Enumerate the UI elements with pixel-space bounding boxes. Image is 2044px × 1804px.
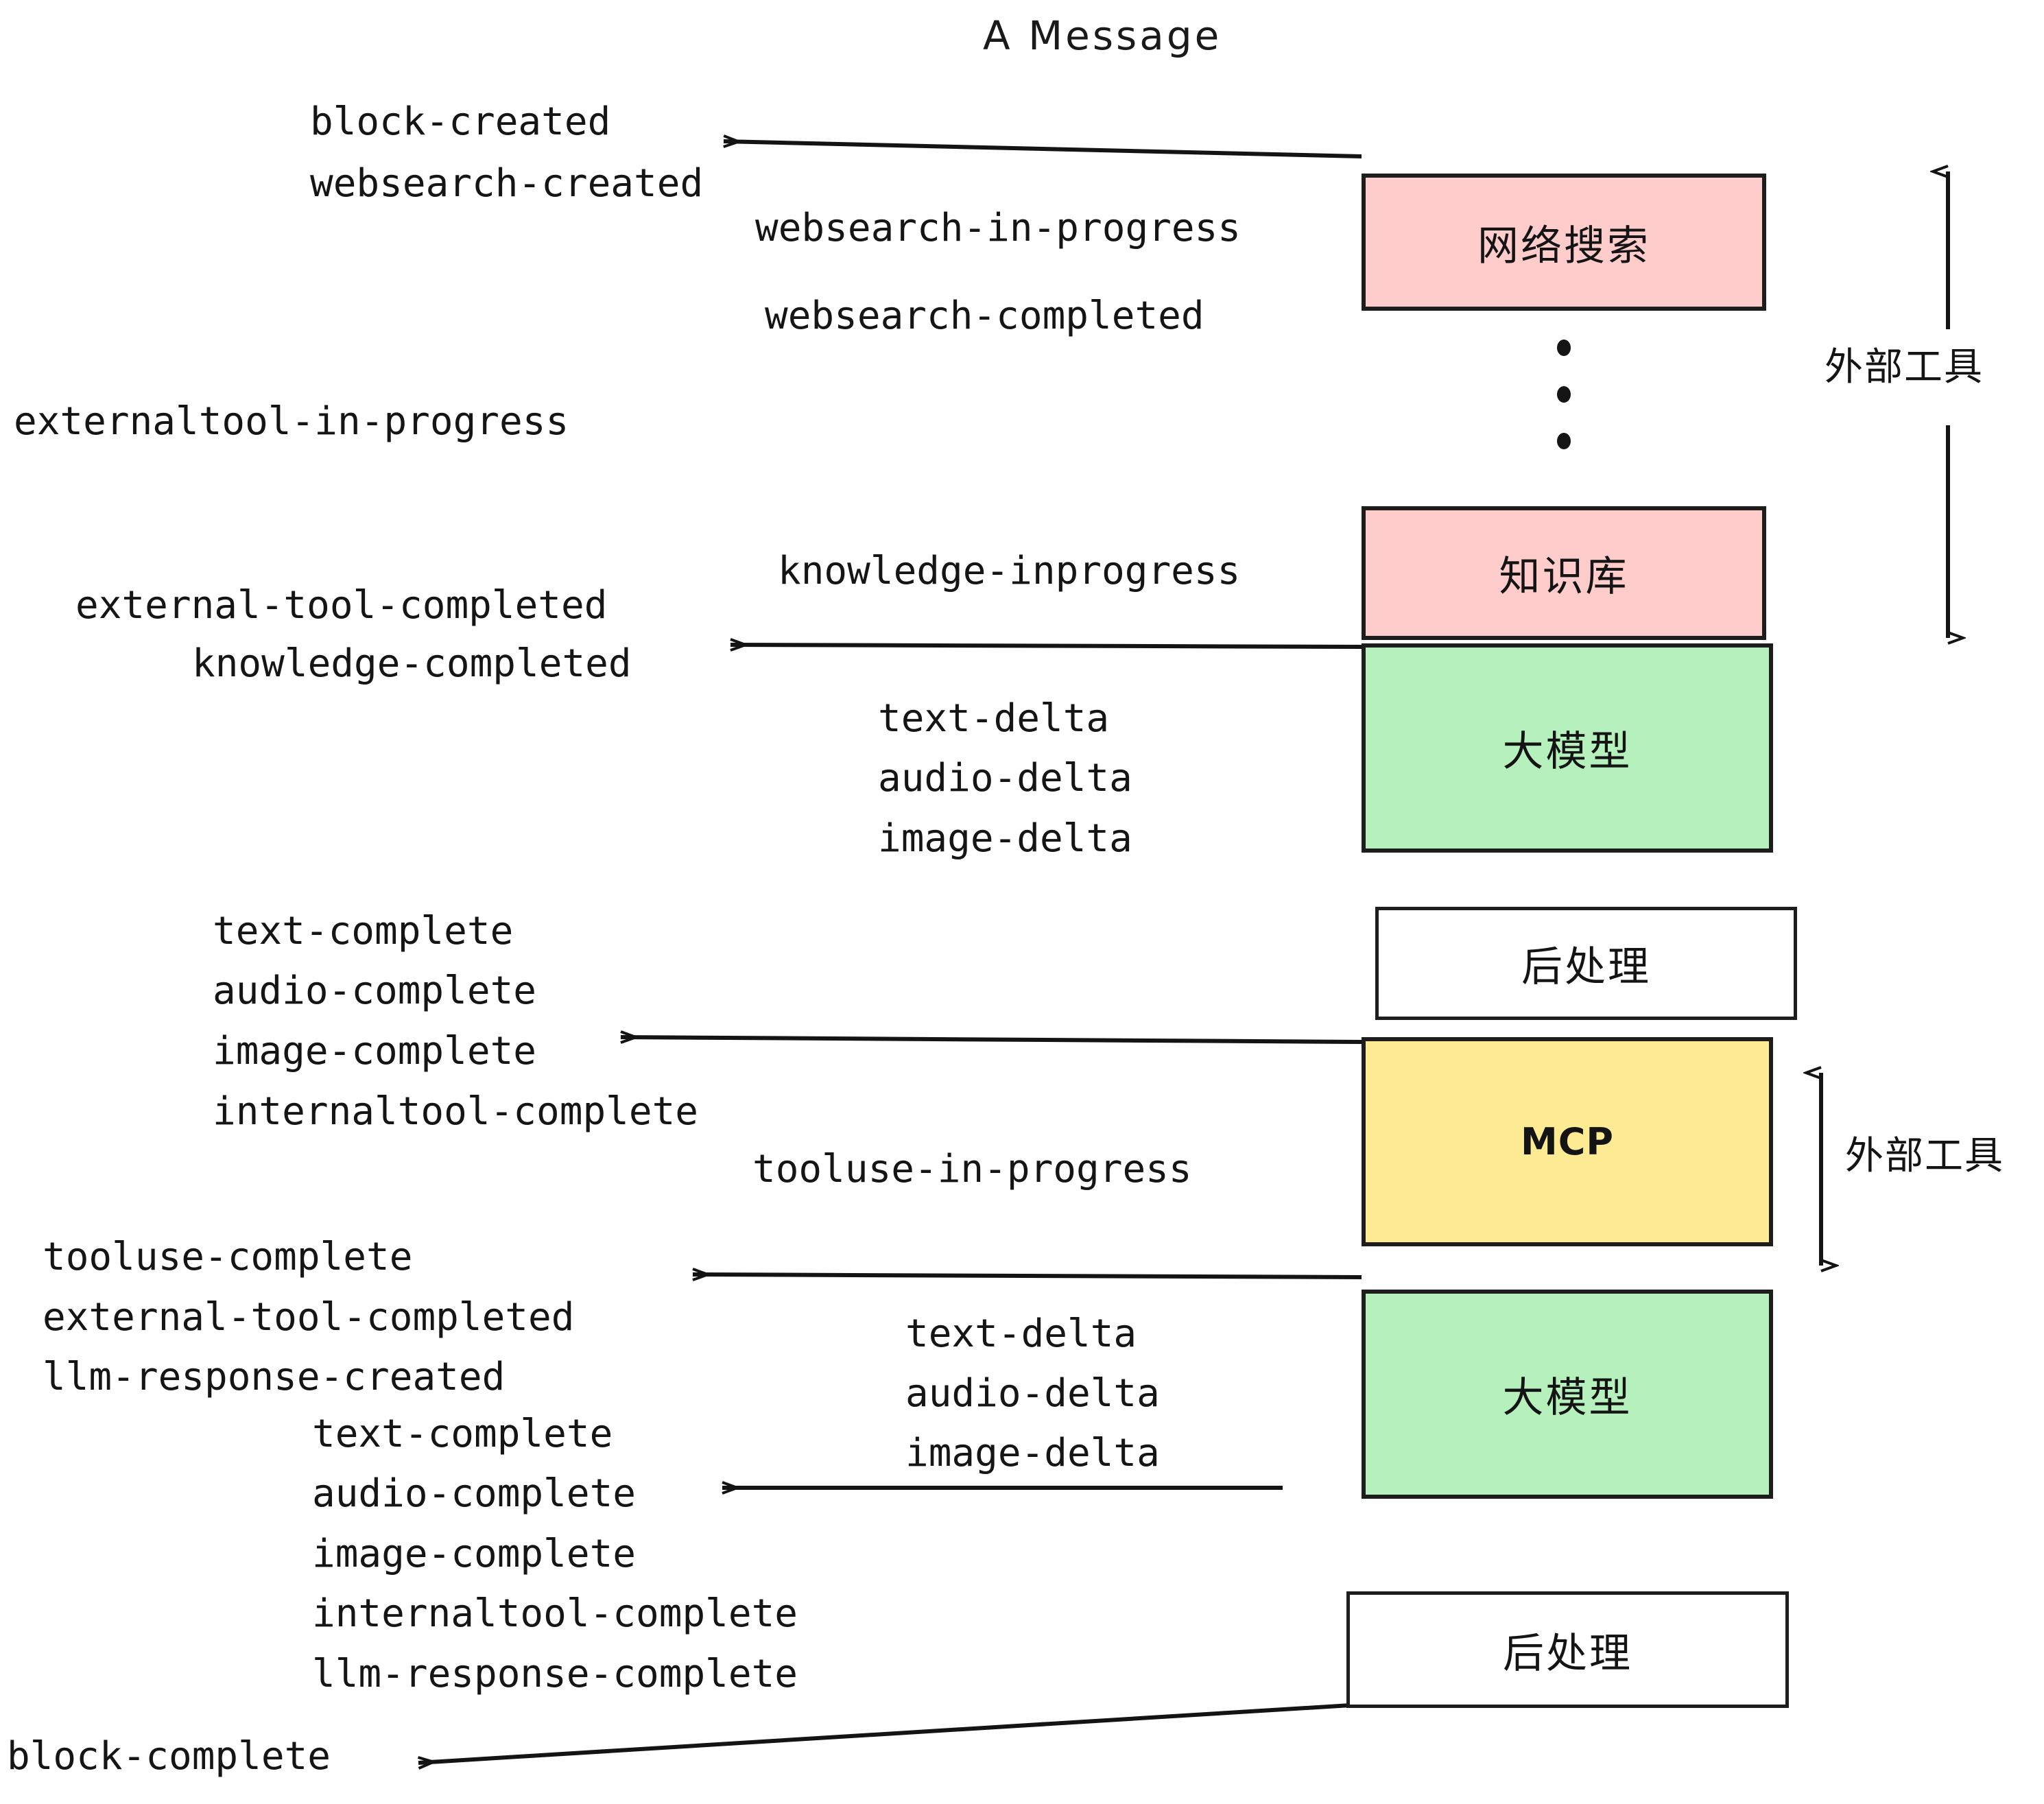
box-postprocess-2[interactable]: 后处理 [1346,1591,1789,1708]
event-image-complete-2: image-complete [312,1532,637,1576]
event-audio-complete-1: audio-complete [213,969,537,1013]
box-websearch-label: 网络搜索 [1477,222,1650,270]
event-audio-complete-2: audio-complete [312,1471,637,1516]
label-external-tools-top: 外部工具 [1825,345,1984,390]
box-llm-2[interactable]: 大模型 [1362,1290,1773,1499]
event-internaltool-complete-1: internaltool-complete [213,1089,699,1134]
box-postprocess-1[interactable]: 后处理 [1375,907,1797,1020]
diagram-title: A Message [983,12,1222,59]
event-websearch-completed: websearch-completed [765,294,1204,338]
event-image-complete-1: image-complete [213,1029,537,1073]
event-text-complete-1: text-complete [213,909,514,953]
box-postprocess-1-label: 后处理 [1521,943,1651,991]
event-websearch-created: websearch-created [310,161,704,206]
event-image-delta-2: image-delta [905,1431,1160,1475]
event-external-tool-completed-2: external-tool-completed [43,1295,575,1340]
dot-1 [1557,340,1571,356]
box-mcp[interactable]: MCP [1362,1037,1773,1246]
box-llm-2-label: 大模型 [1502,1374,1632,1422]
event-externaltool-in-progress: externaltool-in-progress [14,399,569,444]
arrow-knowledge-to-completed [730,645,1362,647]
arrow-postprocess2-to-block-complete [418,1702,1362,1763]
dot-3 [1557,433,1571,449]
dot-2 [1557,386,1571,403]
event-text-complete-2: text-complete [312,1412,613,1456]
label-external-tools-bottom: 外部工具 [1845,1134,2004,1178]
arrow-postprocess1-to-complete [621,1037,1362,1044]
arrow-mcp-to-tooluse-complete [693,1274,1362,1277]
event-tooluse-in-progress: tooluse-in-progress [752,1147,1192,1191]
event-text-delta-2: text-delta [905,1312,1137,1356]
box-llm-1-label: 大模型 [1502,728,1632,776]
event-websearch-in-progress: websearch-in-progress [755,206,1241,250]
event-text-delta-1: text-delta [878,696,1110,741]
box-knowledge-label: 知识库 [1499,553,1629,601]
event-audio-delta-2: audio-delta [905,1371,1160,1416]
event-block-created: block-created [310,99,611,144]
event-external-tool-completed-1: external-tool-completed [75,583,608,628]
event-knowledge-inprogress: knowledge-inprogress [778,549,1241,593]
box-llm-1[interactable]: 大模型 [1362,643,1773,853]
event-knowledge-completed: knowledge-completed [192,641,632,686]
event-tooluse-complete: tooluse-complete [43,1235,413,1279]
box-knowledge[interactable]: 知识库 [1362,506,1766,640]
event-image-delta-1: image-delta [878,816,1132,861]
event-llm-response-created: llm-response-created [43,1355,506,1399]
box-mcp-label: MCP [1521,1120,1614,1163]
event-audio-delta-1: audio-delta [878,756,1132,800]
box-websearch[interactable]: 网络搜索 [1362,174,1766,311]
box-postprocess-2-label: 后处理 [1503,1629,1632,1678]
event-block-complete: block-complete [7,1734,331,1779]
event-llm-response-complete: llm-response-complete [312,1652,798,1696]
event-internaltool-complete-2: internaltool-complete [312,1591,798,1636]
arrow-websearch-to-created [724,141,1362,158]
ellipsis-dots [1557,340,1571,449]
